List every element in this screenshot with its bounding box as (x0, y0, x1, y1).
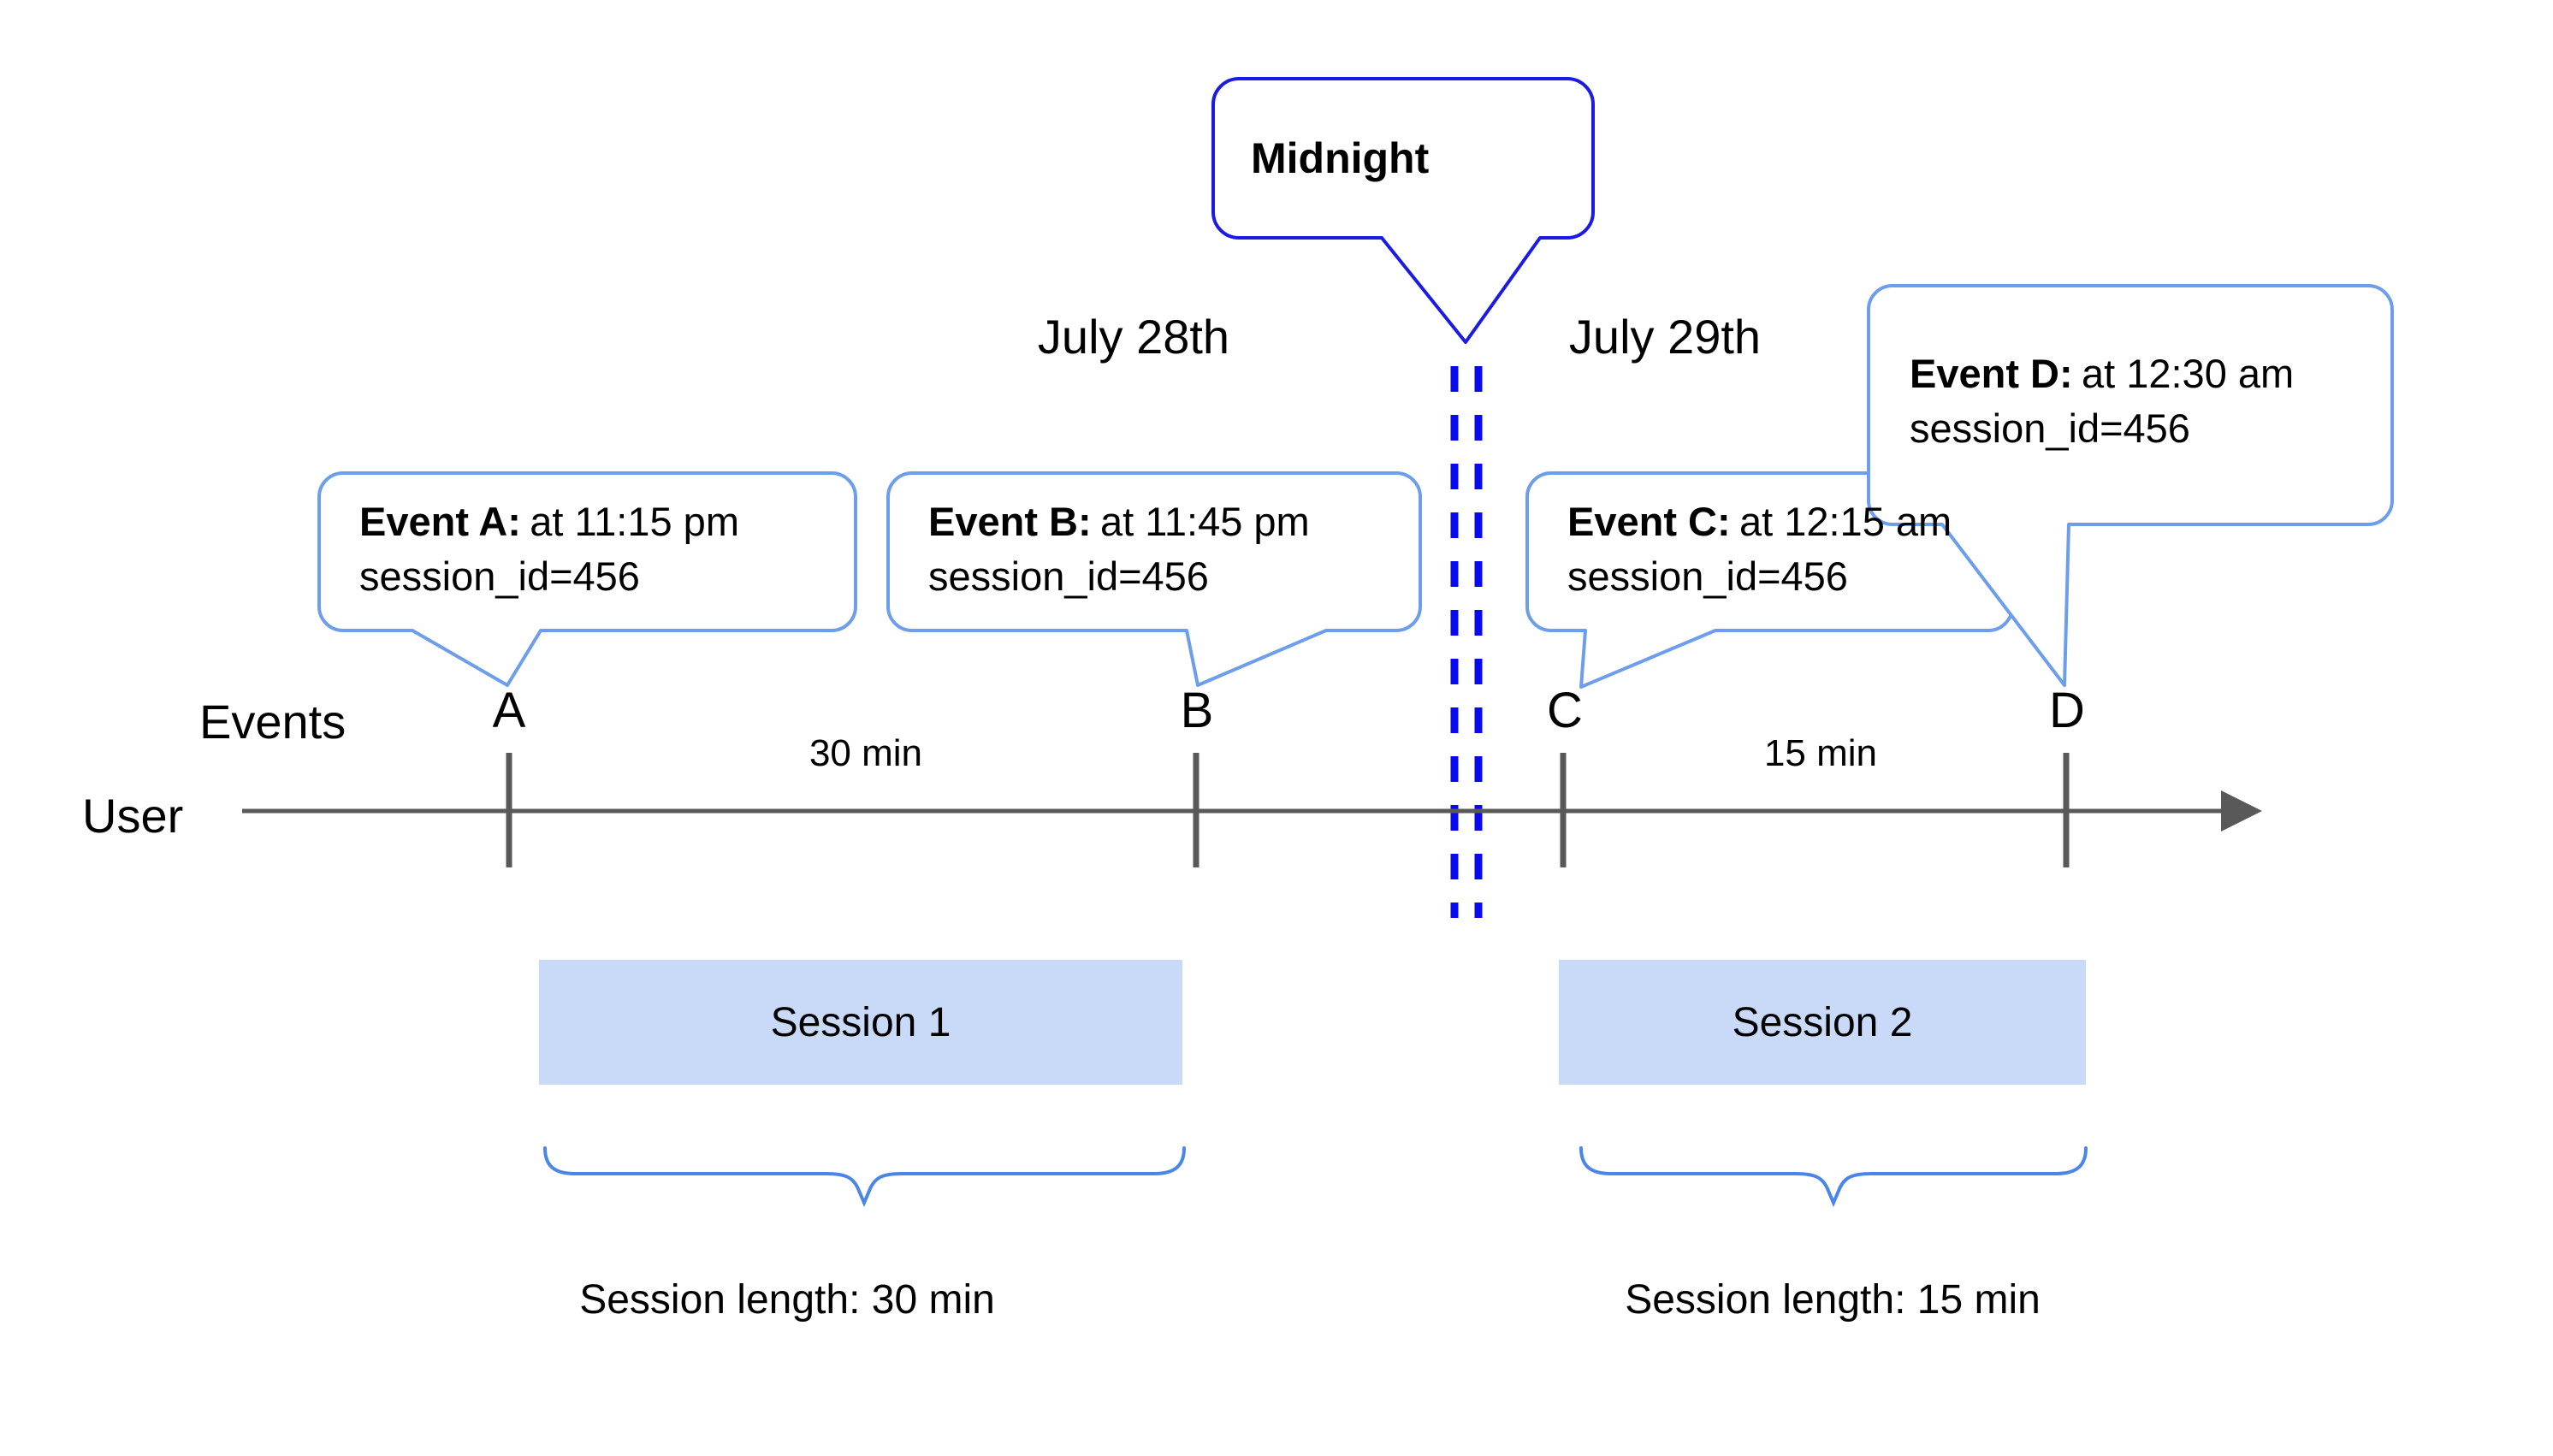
event-d-bubble-text: Event D:at 12:30 am session_id=456 (1910, 346, 2294, 456)
event-b-title: Event B: (928, 499, 1092, 544)
tick-label-c: C (1547, 683, 1583, 738)
user-row-label: User (82, 789, 184, 843)
gap-label-15min: 15 min (1763, 732, 1878, 774)
event-d-line2: session_id=456 (1910, 405, 2190, 451)
event-b-bubble-text: Event B:at 11:45 pm session_id=456 (928, 494, 1310, 604)
gap-label-30min: 30 min (809, 732, 923, 774)
tick-label-a: A (492, 683, 526, 738)
session-1-length-label: Session length: 30 min (579, 1277, 995, 1323)
session-1-box (539, 960, 1182, 1085)
session-2-length-label: Session length: 15 min (1625, 1277, 2041, 1323)
tick-label-d: D (2049, 683, 2085, 738)
events-row-label: Events (199, 695, 347, 749)
event-d-time: at 12:30 am (2081, 351, 2295, 396)
event-c-line1: Event C:at 12:15 am (1567, 494, 1952, 549)
tick-label-b: B (1180, 683, 1214, 738)
event-a-time: at 11:15 pm (530, 499, 739, 544)
midnight-label: Midnight (1251, 134, 1430, 182)
event-c-line2: session_id=456 (1567, 553, 1848, 599)
event-b-bubble (886, 471, 1422, 687)
event-c-time: at 12:15 am (1739, 499, 1952, 544)
session-2-box (1559, 960, 2086, 1085)
session-1-label: Session 1 (770, 999, 951, 1045)
date-july-29: July 29th (1568, 310, 1762, 364)
event-a-bubble-text: Event A:at 11:15 pm session_id=456 (359, 494, 739, 604)
event-a-bubble (317, 471, 857, 687)
event-c-bubble-text: Event C:at 12:15 am session_id=456 (1567, 494, 1952, 604)
event-b-line2: session_id=456 (928, 553, 1209, 599)
event-b-time: at 11:45 pm (1099, 499, 1310, 544)
session-1-brace (543, 1146, 1186, 1208)
event-a-line2: session_id=456 (359, 553, 640, 599)
event-b-line1: Event B:at 11:45 pm (928, 494, 1310, 549)
session-2-brace (1579, 1146, 2088, 1208)
date-july-28: July 28th (1037, 310, 1230, 364)
event-c-title: Event C: (1567, 499, 1731, 544)
session-2-label: Session 2 (1732, 999, 1913, 1045)
event-d-title: Event D: (1910, 351, 2073, 396)
timeline-arrowhead-icon (2221, 790, 2262, 832)
midnight-bubble (1211, 77, 1595, 344)
event-d-bubble (1867, 284, 2394, 687)
event-a-line1: Event A:at 11:15 pm (359, 494, 739, 549)
event-d-line1: Event D:at 12:30 am (1910, 346, 2294, 401)
event-a-title: Event A: (359, 499, 521, 544)
